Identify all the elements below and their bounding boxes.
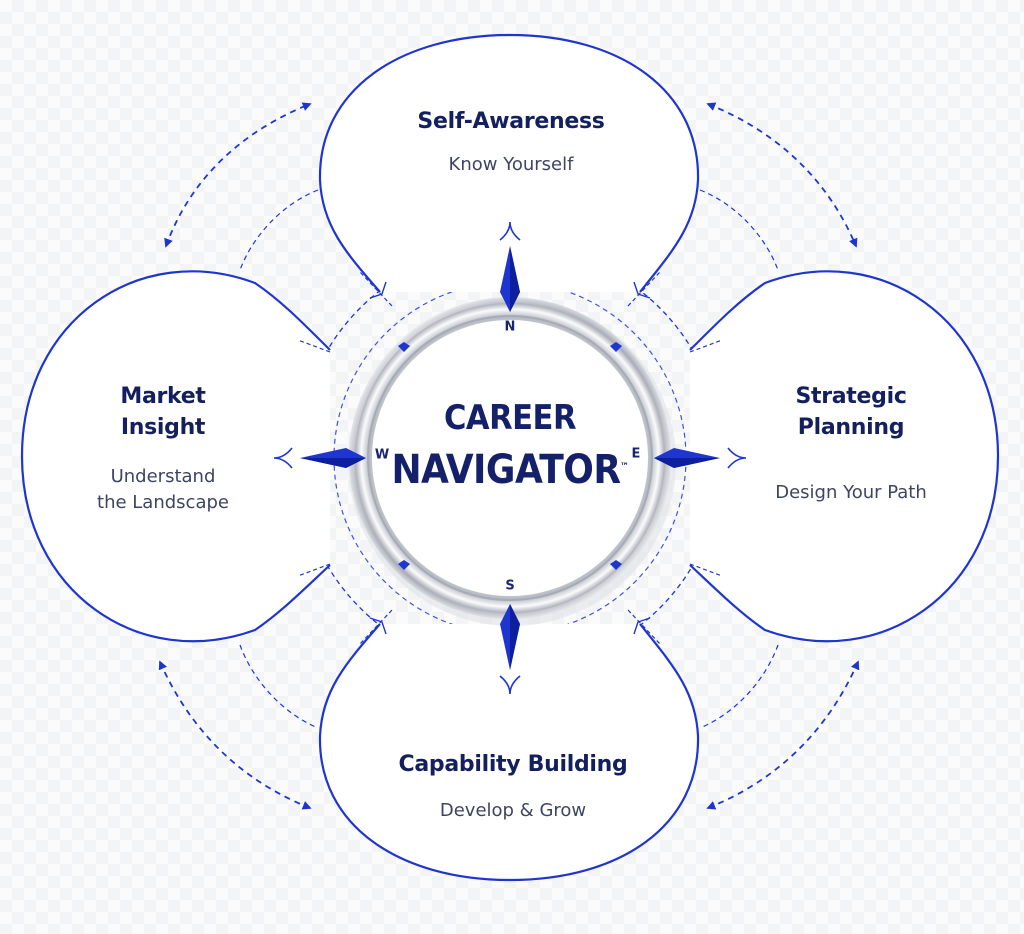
petal-right-title-line1: Strategic <box>795 384 907 409</box>
petal-top-title: Self-Awareness <box>417 109 605 134</box>
petal-bottom-shape <box>318 623 700 882</box>
ring-bracket-nw <box>369 281 387 299</box>
compass-face <box>372 320 648 596</box>
gem-se-icon <box>610 560 622 570</box>
petal-top-shape <box>318 33 700 293</box>
petal-left-subtitle-line2: the Landscape <box>97 492 229 513</box>
dashed-link-e-lower <box>689 563 723 577</box>
dashed-link-e-upper <box>689 339 723 353</box>
connector-arc-bottom-left <box>239 644 319 729</box>
dashed-link-w-upper <box>297 339 331 353</box>
dashed-link-ne <box>627 271 661 307</box>
arrow-top-right <box>706 102 858 248</box>
petal-left-title-line2: Insight <box>120 415 206 440</box>
petal-right-shape <box>689 270 1000 643</box>
ring-bracket-west <box>273 447 293 469</box>
arrow-top-left <box>164 102 312 248</box>
gem-nw-icon <box>398 342 410 352</box>
compass-north-label: N <box>504 319 516 335</box>
dashed-link-w-lower <box>297 563 331 577</box>
ring-bracket-ne <box>633 281 651 299</box>
petal-left-subtitle-line1: Understand <box>110 466 216 487</box>
compass-east-label: E <box>631 446 641 462</box>
arrow-bottom-left <box>158 660 312 810</box>
dashed-link-nw <box>359 271 393 307</box>
connector-arc-bottom-right <box>699 644 779 729</box>
petal-left-title-line1: Market <box>120 384 206 409</box>
connector-arc-top-right <box>699 189 779 271</box>
connector-arc-top-left <box>239 189 319 271</box>
needle-south-icon <box>500 604 520 670</box>
center-title-navigator: NAVIGATOR <box>391 447 621 493</box>
petal-right-title-line2: Planning <box>797 415 905 440</box>
petal-top-subtitle: Know Yourself <box>448 154 574 175</box>
ring-bracket-north <box>499 221 521 241</box>
dashed-link-sw <box>359 609 393 645</box>
ring-bracket-se <box>633 617 651 635</box>
ring-bracket-east <box>727 447 747 469</box>
petal-bottom-title: Capability Building <box>398 752 628 777</box>
gem-ne-icon <box>610 342 622 352</box>
petal-bottom-subtitle: Develop & Grow <box>439 800 587 821</box>
compass-ring-inner-edge <box>367 315 653 601</box>
center-title-career: CAREER <box>443 398 577 438</box>
needle-west-icon <box>300 448 366 468</box>
petal-left-shape <box>20 270 331 643</box>
needle-east-icon <box>654 448 720 468</box>
ring-bracket-sw <box>369 617 387 635</box>
trademark-symbol: ™ <box>620 462 629 472</box>
arrow-bottom-right <box>706 660 860 810</box>
compass-west-label: W <box>374 447 390 463</box>
dashed-link-se <box>627 609 661 645</box>
compass-south-label: S <box>505 578 515 594</box>
needle-north-icon <box>500 246 520 312</box>
ring-bracket-south <box>499 675 521 695</box>
gem-sw-icon <box>398 560 410 570</box>
petal-right-subtitle: Design Your Path <box>775 482 927 503</box>
